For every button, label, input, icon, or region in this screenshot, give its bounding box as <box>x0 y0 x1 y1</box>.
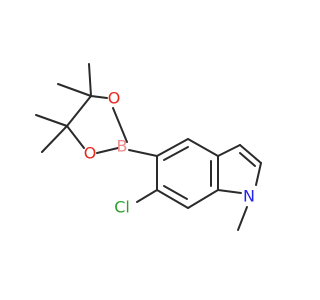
bond-c3-c2 <box>239 144 262 164</box>
bond-c5-c4-inner <box>163 146 189 161</box>
bond-c3-c2-inner <box>239 152 256 167</box>
bond-c4-c5 <box>66 95 92 127</box>
bond-c4-methyl-left <box>57 83 92 97</box>
molecule-drawing: O O B Cl N <box>35 63 262 231</box>
bond-o-lower-c5 <box>66 125 85 149</box>
bond-b-o-lower <box>96 147 119 154</box>
bond-c7-c6 <box>156 189 189 209</box>
atom-chlorine: Cl <box>114 198 130 217</box>
bond-c4-c3a <box>187 138 219 157</box>
atom-oxygen-lower: O <box>84 144 97 163</box>
bond-c7a-c7 <box>187 189 219 209</box>
bond-b-c5-aryl <box>128 149 158 157</box>
bond-c3a-c3 <box>217 144 241 157</box>
bond-c5-c4 <box>156 138 189 157</box>
bond-c4-methyl-top <box>88 63 92 97</box>
bond-c6-cl <box>136 189 158 203</box>
bond-n1-methyl <box>237 206 248 231</box>
atom-boron: B <box>117 137 128 156</box>
bond-c5-methyl-bottom <box>41 125 68 153</box>
atom-oxygen-upper: O <box>108 89 121 108</box>
bond-c5-methyl-left <box>35 114 68 127</box>
bond-c2-n1 <box>255 162 262 186</box>
bond-o-upper-c4 <box>90 95 108 99</box>
bond-c7-c6-inner <box>163 185 188 200</box>
bond-n1-c7a <box>217 189 242 194</box>
atom-nitrogen: N <box>243 187 255 206</box>
bond-b-o-upper <box>112 107 128 143</box>
structure-diagram: O O B Cl N <box>35 63 262 231</box>
